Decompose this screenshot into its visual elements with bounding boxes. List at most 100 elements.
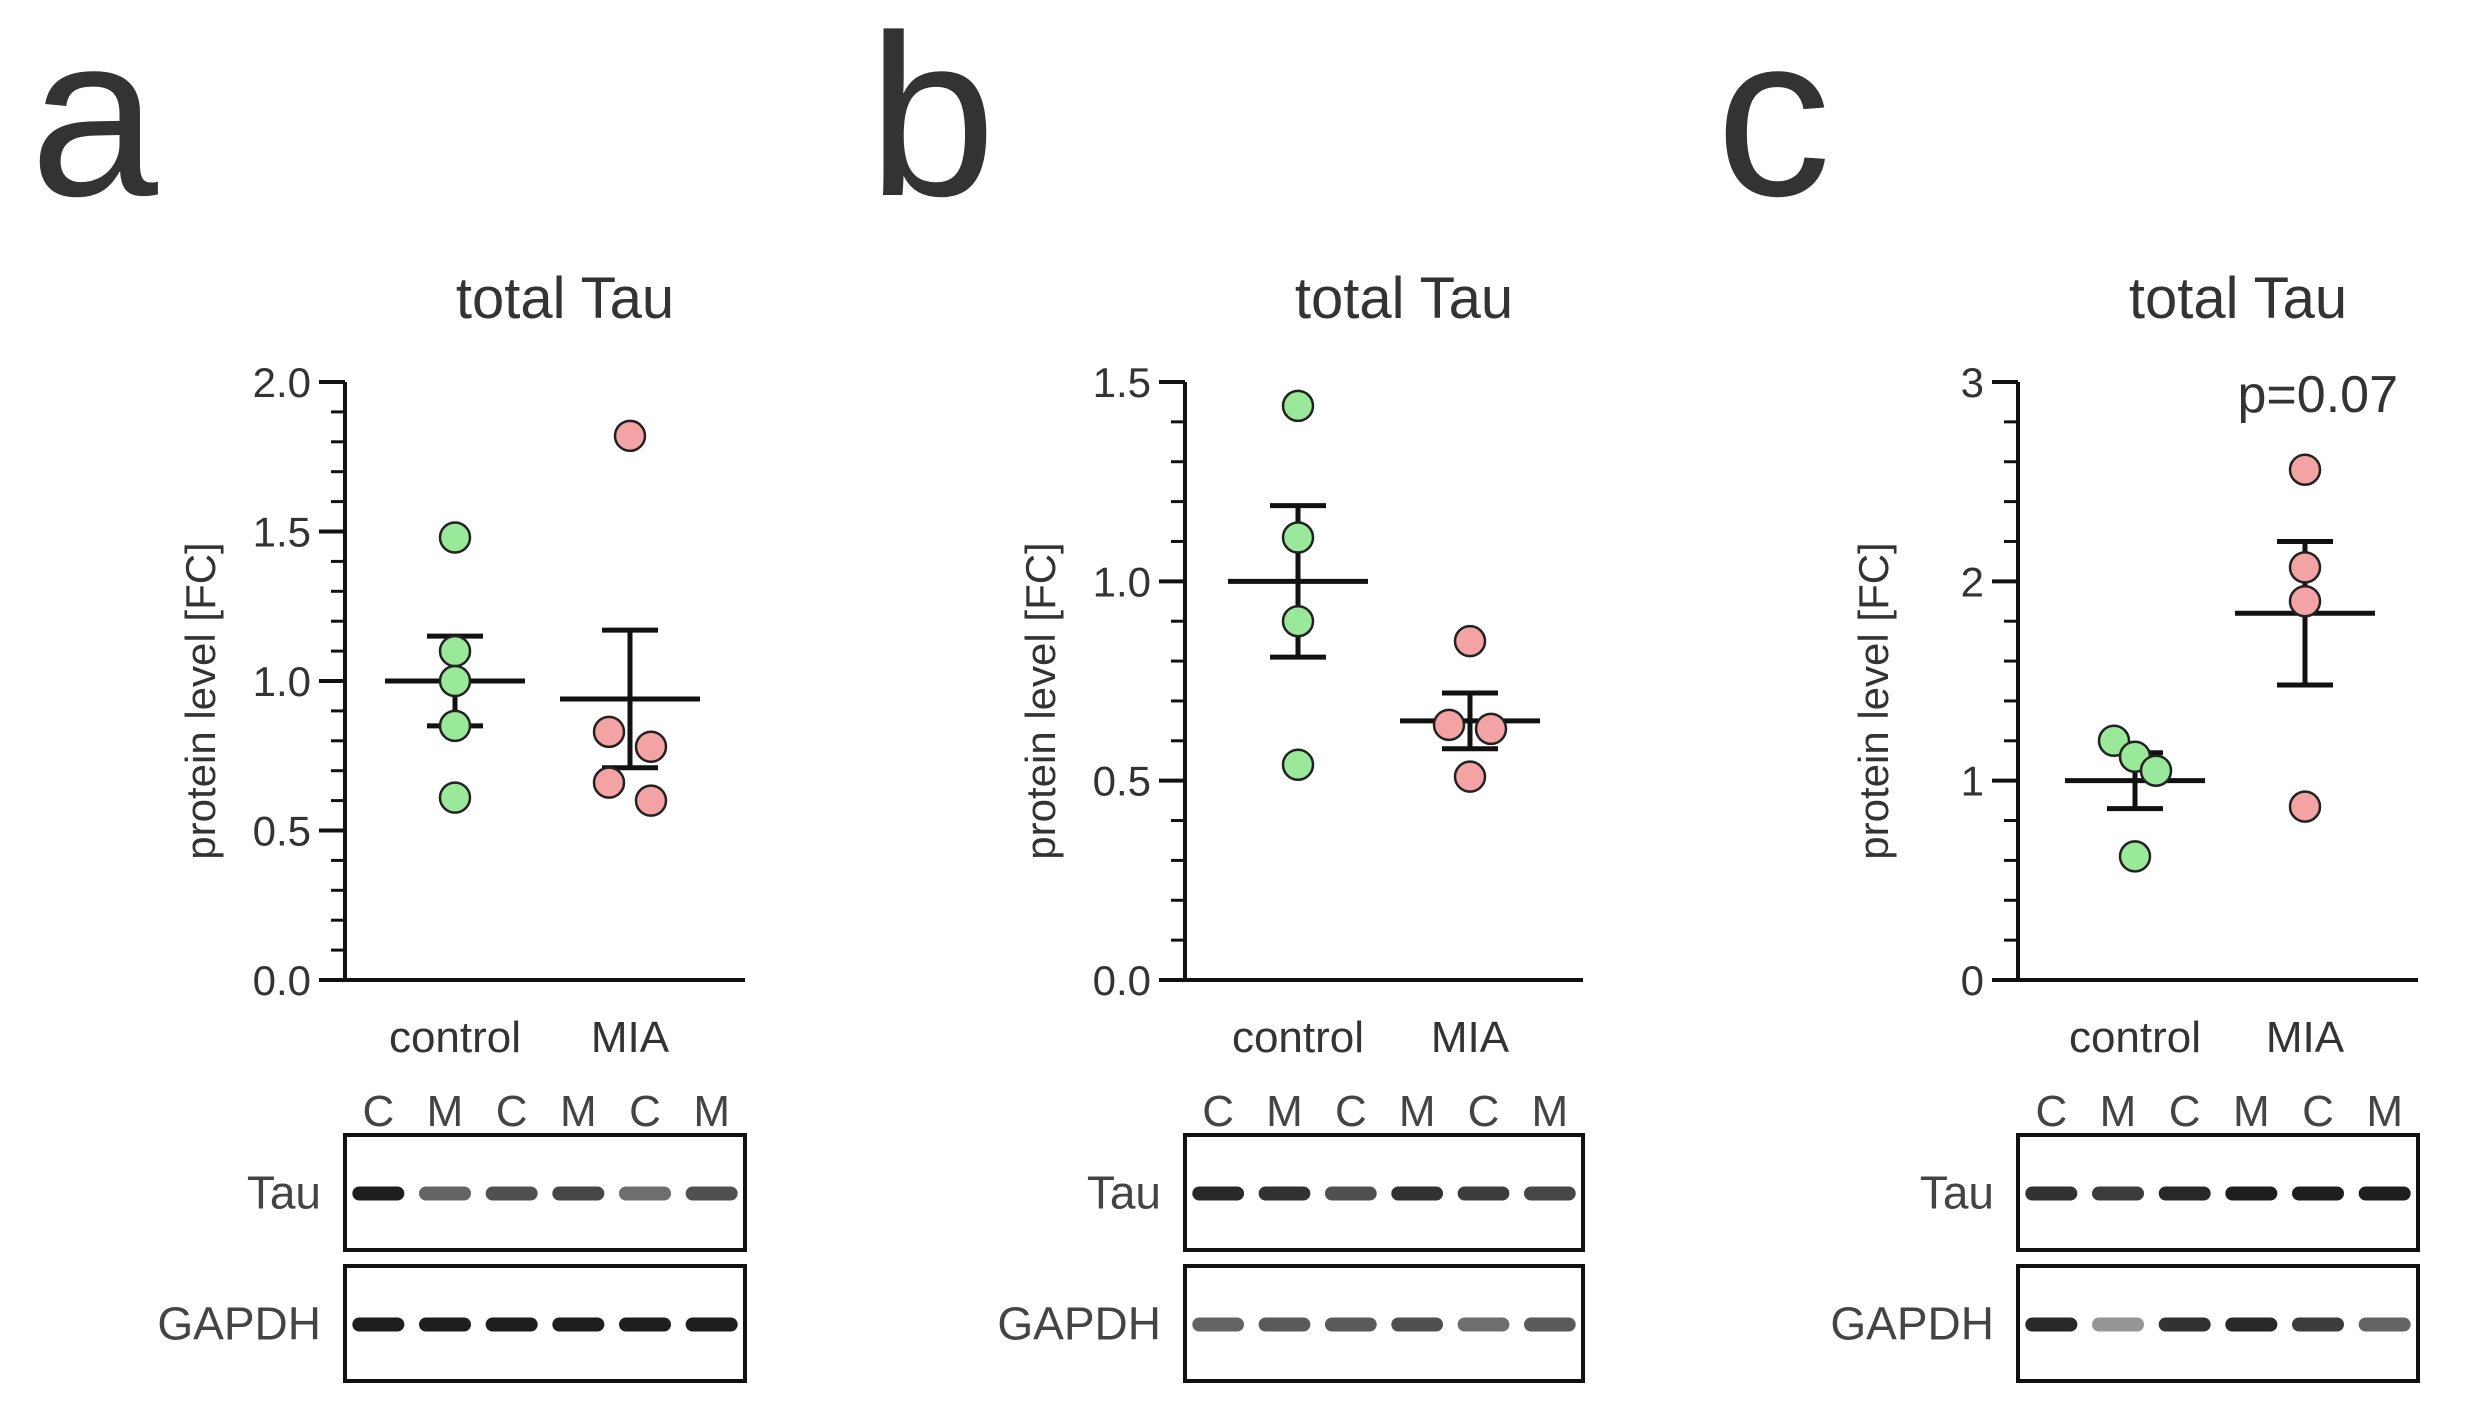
blot-band xyxy=(2092,1317,2144,1332)
blot-lane-label: M xyxy=(427,1087,464,1136)
blot-band xyxy=(2358,1317,2411,1332)
blot-lane-label: C xyxy=(2169,1087,2201,1136)
blot-lane-label: C xyxy=(2302,1087,2334,1136)
y-tick-label: 0.5 xyxy=(253,808,311,855)
blot-band xyxy=(1258,1186,1311,1201)
panel-letter: a xyxy=(30,0,158,244)
data-point xyxy=(1453,760,1487,793)
p-value-annotation: p=0.07 xyxy=(2238,366,2399,424)
y-axis-label: protein level [FC] xyxy=(1850,542,1897,859)
blot-band xyxy=(1391,1186,1444,1201)
data-point xyxy=(1453,624,1487,658)
y-tick-label: 2 xyxy=(1961,558,1984,605)
blot-band xyxy=(2225,1186,2278,1201)
y-axis-label: protein level [FC] xyxy=(1017,542,1064,859)
data-point xyxy=(1432,708,1466,742)
data-point xyxy=(438,664,472,698)
chart-title: total Tau xyxy=(1295,266,1513,331)
blot-band xyxy=(1324,1317,1377,1332)
blot-band xyxy=(1457,1186,1510,1201)
blot-band xyxy=(552,1317,605,1332)
blot-lane-label: C xyxy=(2035,1087,2067,1136)
chart-title: total Tau xyxy=(456,266,674,331)
y-tick-label: 1 xyxy=(1961,758,1984,805)
data-point xyxy=(1281,389,1315,423)
blot-band xyxy=(2158,1317,2211,1332)
chart-title: total Tau xyxy=(2129,266,2347,331)
y-tick-label: 2.0 xyxy=(253,359,311,406)
y-tick-label: 1.0 xyxy=(1093,558,1151,605)
y-tick-label: 3 xyxy=(1961,359,1984,406)
blot-frame xyxy=(1183,1264,1585,1383)
y-tick-label: 0.5 xyxy=(1093,758,1151,805)
blot-frame xyxy=(1183,1133,1585,1252)
blot-lane-label: M xyxy=(2100,1087,2137,1136)
blot-lane-label: M xyxy=(693,1087,730,1136)
panel-letter: b xyxy=(868,0,996,244)
data-point xyxy=(1281,604,1315,638)
data-point xyxy=(592,715,626,749)
data-point xyxy=(2288,585,2322,618)
blot-row-label: Tau xyxy=(1087,1167,1161,1219)
data-point xyxy=(2288,453,2322,486)
blot-lane-label: C xyxy=(496,1087,528,1136)
blot-band xyxy=(1457,1317,1510,1332)
data-point xyxy=(2288,551,2322,584)
blot-frame xyxy=(2016,1133,2420,1252)
blot-band xyxy=(619,1317,671,1332)
blot-band xyxy=(685,1317,738,1332)
blot-band xyxy=(2292,1186,2344,1201)
blot-lane-label: C xyxy=(1202,1087,1234,1136)
blot-row-label: GAPDH xyxy=(1830,1298,1994,1350)
blot-lane-label: M xyxy=(2233,1087,2270,1136)
blot-band xyxy=(1192,1186,1245,1201)
blot-band xyxy=(1523,1186,1576,1201)
x-category-label: control xyxy=(2069,1013,2201,1062)
blot-band xyxy=(1391,1317,1444,1332)
data-point xyxy=(438,634,472,668)
blot-row-label: GAPDH xyxy=(997,1298,1161,1350)
blot-lane-label: M xyxy=(1266,1087,1303,1136)
blot-lane-label: M xyxy=(2366,1087,2403,1136)
blot-band xyxy=(2358,1186,2411,1201)
y-tick-label: 1.0 xyxy=(253,658,311,705)
blot-band xyxy=(485,1317,538,1332)
blot-lane-label: M xyxy=(1532,1087,1569,1136)
blot-band xyxy=(2025,1186,2078,1201)
data-point xyxy=(634,784,668,817)
data-point xyxy=(438,709,472,743)
blot-band xyxy=(1192,1317,1245,1332)
blot-band xyxy=(2092,1186,2144,1201)
blot-band xyxy=(2225,1317,2278,1332)
blot-band xyxy=(419,1186,471,1201)
data-point xyxy=(634,730,668,764)
blot-lane-label: C xyxy=(1468,1087,1500,1136)
blot-band xyxy=(2025,1317,2078,1332)
blot-row-label: Tau xyxy=(247,1167,321,1219)
data-point xyxy=(438,781,472,814)
blot-row-label: GAPDH xyxy=(157,1298,321,1350)
x-category-label: MIA xyxy=(1431,1013,1510,1062)
blot-band xyxy=(685,1186,738,1201)
x-category-label: control xyxy=(389,1013,521,1062)
blot-frame xyxy=(2016,1264,2420,1383)
data-point xyxy=(1474,712,1508,746)
data-point xyxy=(1281,521,1315,554)
blot-band xyxy=(619,1186,671,1201)
blot-band xyxy=(485,1186,538,1201)
blot-band xyxy=(552,1186,605,1201)
blot-row-label: Tau xyxy=(1920,1167,1994,1219)
blot-lane-label: C xyxy=(1335,1087,1367,1136)
y-tick-label: 0.0 xyxy=(1093,957,1151,1004)
data-point xyxy=(2288,790,2322,823)
y-tick-label: 0 xyxy=(1961,957,1984,1004)
x-category-label: control xyxy=(1232,1013,1364,1062)
blot-band xyxy=(2158,1186,2211,1201)
x-category-label: MIA xyxy=(2266,1013,2345,1062)
data-point xyxy=(613,419,647,453)
blot-band xyxy=(352,1186,405,1201)
